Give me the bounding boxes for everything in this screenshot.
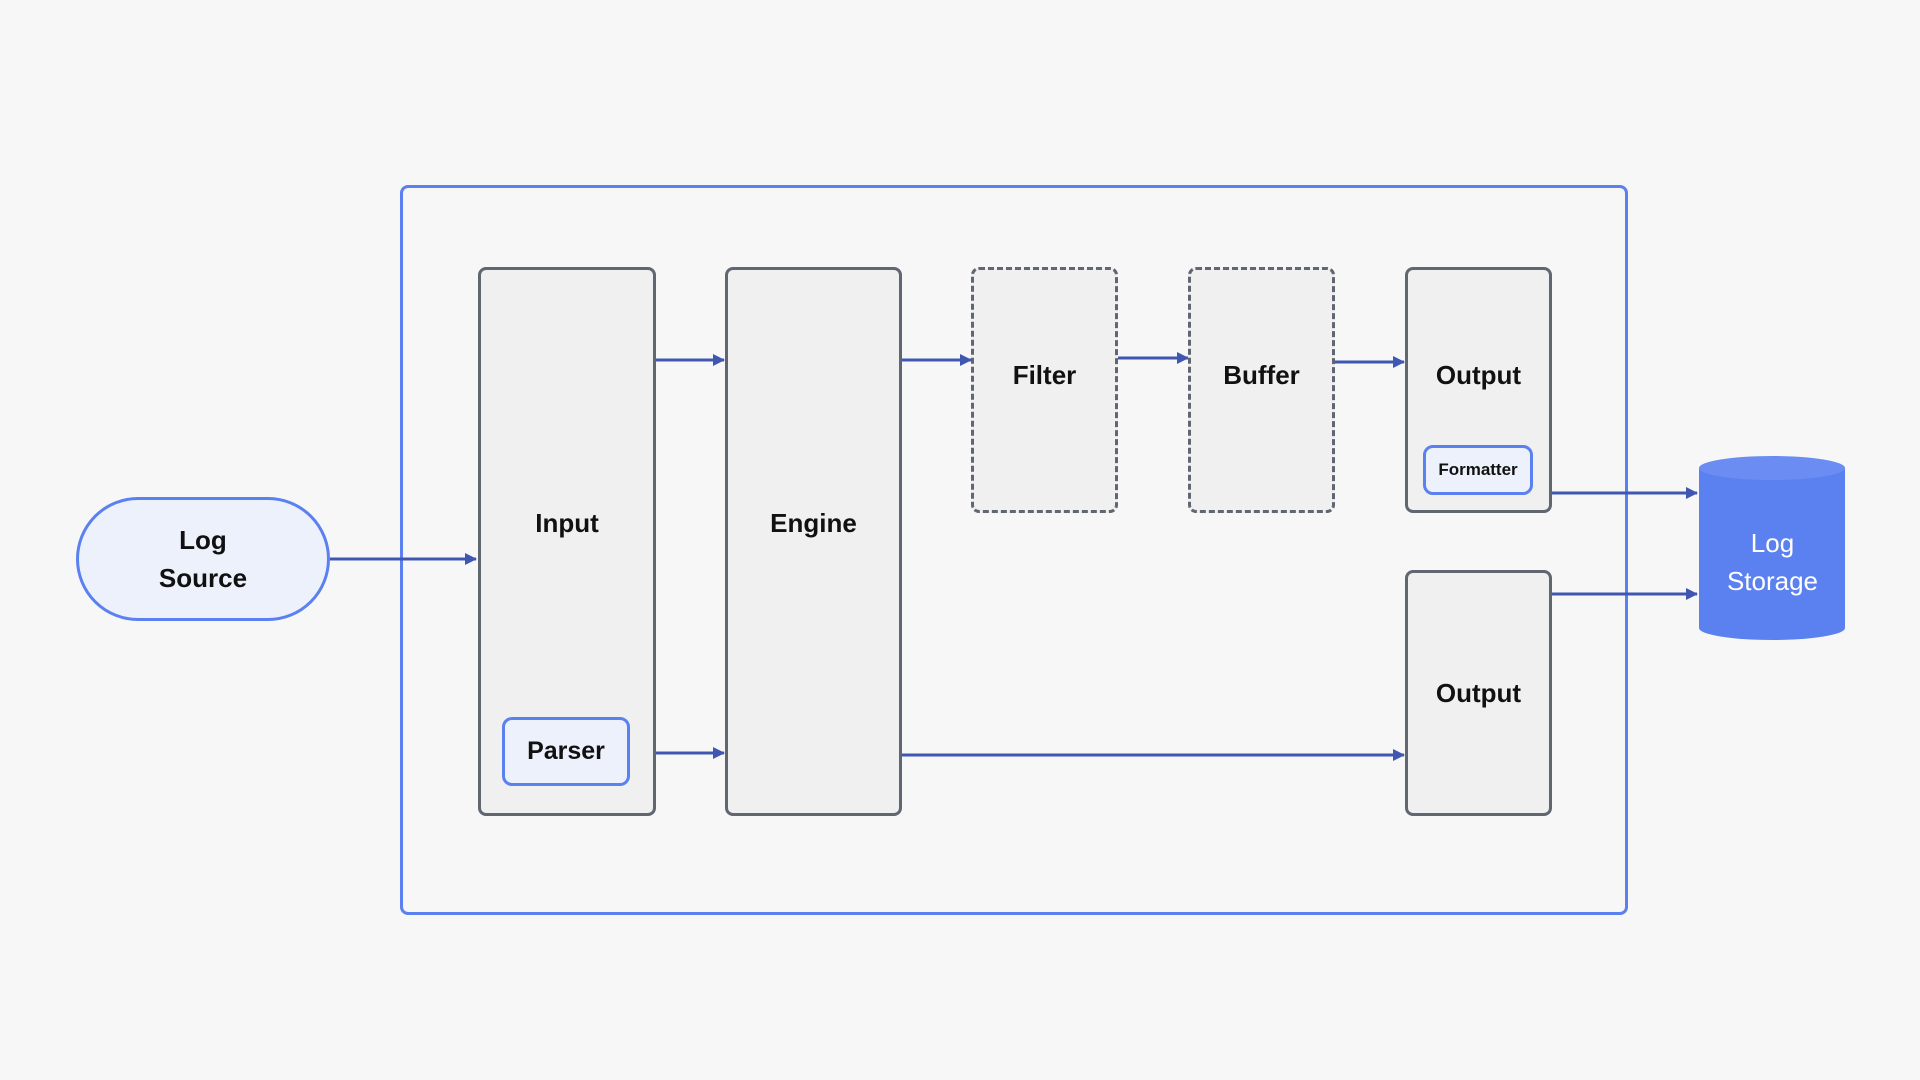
log-storage-node[interactable]: Log Storage bbox=[1699, 517, 1846, 607]
parser-node[interactable]: Parser bbox=[502, 717, 630, 786]
log-source-node[interactable]: Log Source bbox=[76, 497, 330, 621]
output-bottom-label: Output bbox=[1435, 677, 1522, 708]
filter-node[interactable]: Filter bbox=[971, 267, 1118, 513]
log-storage-label: Log Storage bbox=[1726, 528, 1819, 596]
buffer-node[interactable]: Buffer bbox=[1188, 267, 1335, 513]
input-label: Input bbox=[535, 508, 599, 538]
parser-label: Parser bbox=[527, 737, 605, 765]
engine-node[interactable]: Engine bbox=[725, 267, 902, 816]
output-top-label: Output bbox=[1435, 359, 1522, 390]
buffer-label: Buffer bbox=[1223, 359, 1300, 390]
formatter-node[interactable]: Formatter bbox=[1423, 445, 1533, 495]
filter-label: Filter bbox=[1012, 359, 1077, 390]
system-boundary bbox=[400, 185, 1628, 915]
log-storage-cylinder bbox=[1699, 456, 1845, 640]
log-source-label: Log Source bbox=[158, 525, 248, 593]
formatter-label: Formatter bbox=[1438, 460, 1518, 479]
engine-label: Engine bbox=[770, 508, 857, 538]
output-bottom-node[interactable]: Output bbox=[1405, 570, 1552, 816]
